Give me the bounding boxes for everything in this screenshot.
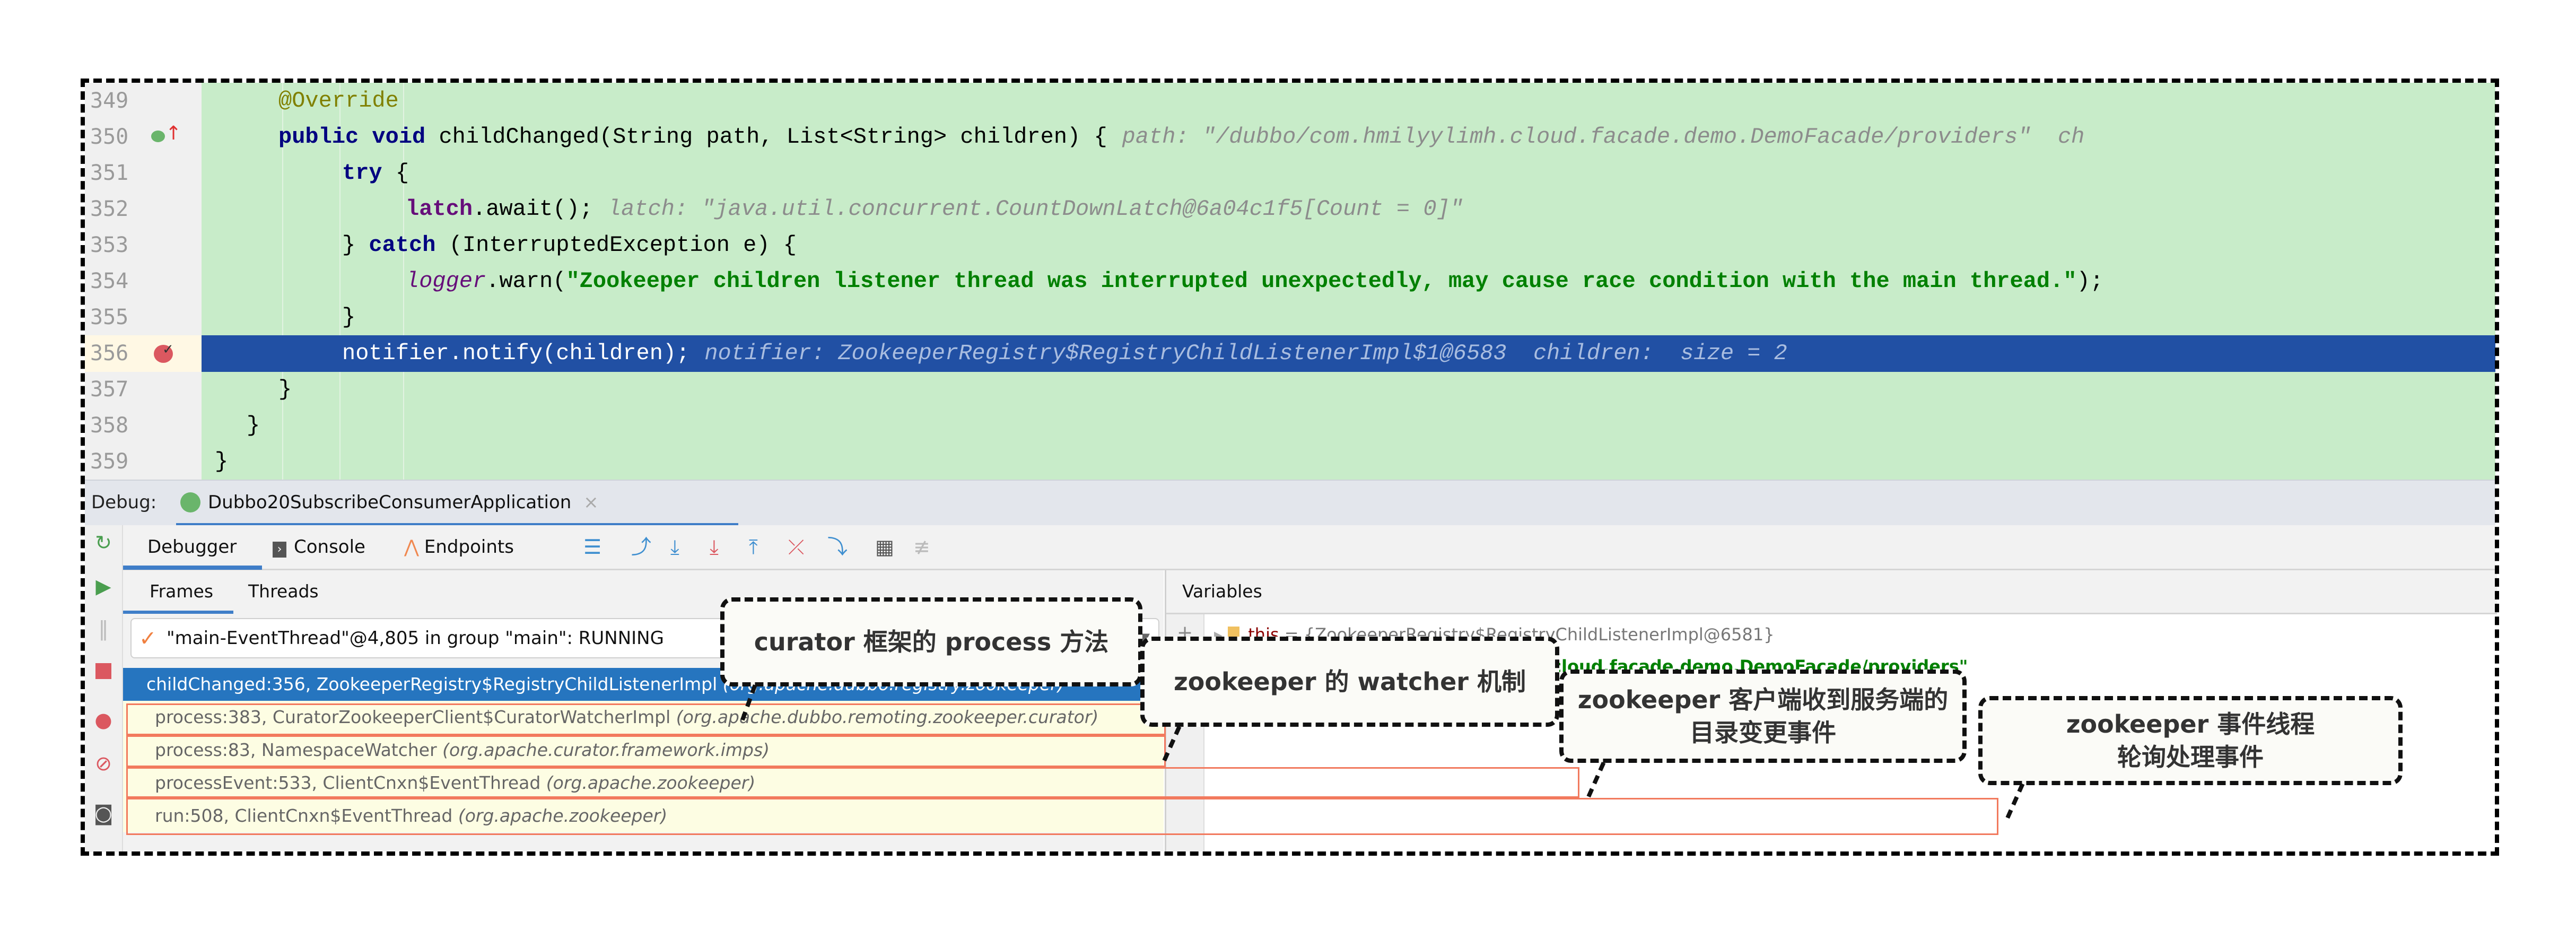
code-text: } catch (InterruptedException e) { [342,232,797,258]
code-line[interactable]: 352 latch.await();latch: "java.util.concu… [85,191,2495,228]
show-execution-point-icon[interactable]: ⤴ [631,535,652,559]
code-line[interactable]: 359} [85,444,2495,480]
tab-threads[interactable]: Threads [248,581,319,602]
highlight-box-frame-3 [126,767,1579,798]
code-line[interactable]: 358} [85,407,2495,444]
debug-session-tab[interactable]: Dubbo20SubscribeConsumerApplication × [178,481,599,524]
code-editor[interactable]: 349 @Override 350 ↑ public void childChanged… [85,83,2495,480]
line-number: 354 [90,269,129,293]
stack-frame[interactable]: processEvent:533, ClientCnxn$EventThread… [123,767,1164,799]
code-line[interactable]: 355} [85,299,2495,336]
editor-gutter[interactable] [85,83,202,480]
code-line[interactable]: 353 } catch (InterruptedException e) { [85,227,2495,264]
code-text: } [278,377,292,402]
close-icon[interactable]: × [583,492,599,513]
trace-icon[interactable]: ≢ [913,535,930,559]
code-text: latch.await();latch: "java.util.concurre… [406,196,1463,222]
endpoints-label: Endpoints [424,536,514,558]
mute-breakpoints-icon[interactable]: ⊘ [95,752,112,775]
line-number: 353 [90,233,129,257]
layout-icon[interactable]: ☰ [583,535,602,559]
implements-icon[interactable] [151,131,165,142]
debug-side-toolbar: ↻ ▶ ‖ ● ⊘ ◙ [85,525,123,852]
active-tab-indicator [123,611,233,614]
highlight-box-frame-4 [126,798,1998,835]
tab-console[interactable]: › Console [273,525,365,569]
console-icon: › [273,542,286,558]
code-text: } [247,413,260,438]
endpoints-icon: ⋀ [404,536,419,558]
code-line[interactable]: 349 @Override [85,83,2495,119]
breakpoint-icon[interactable] [154,345,173,363]
inline-debug-value: path: "/dubbo/com.hmilyylimh.cloud.facad… [1122,124,2085,150]
stop-icon[interactable] [93,662,113,682]
debugger-toolbar: Debugger › Console ⋀Endpoints ☰ ⤴ ⤓ ⤓ ⤒ ⤫… [123,525,2495,570]
current-execution-line[interactable]: 356 ✓ notifier.notify(children);notifier: … [85,335,2495,372]
callout-event-thread: zookeeper 事件线程 轮询处理事件 [1978,696,2403,785]
active-tab-indicator [123,566,262,570]
code-text: logger.warn("Zookeeper children listener… [406,268,2103,294]
code-line[interactable]: 354 logger.warn("Zookeeper children liste… [85,263,2495,300]
stack-frame[interactable]: run:508, ClientCnxn$EventThread (org.apa… [123,799,1164,832]
debug-label: Debug: [91,492,157,513]
force-step-into-icon[interactable]: ⤓ [710,535,719,559]
line-number: 357 [90,377,129,402]
step-over-icon[interactable]: ⤓ [670,535,679,559]
stack-frame[interactable]: process:383, CuratorZookeeperClient$Cura… [123,701,1164,734]
callout-client-event: zookeeper 客户端收到服务端的 目录变更事件 [1559,670,1967,763]
session-tab-label: Dubbo20SubscribeConsumerApplication [208,492,572,513]
stack-frame[interactable]: process:83, NamespaceWatcher (org.apache… [123,734,1164,767]
resume-icon[interactable]: ▶ [95,575,111,598]
highlight-box-frame-2 [126,735,1166,767]
code-text: } [342,305,356,330]
line-number: 355 [90,305,129,329]
code-text: public void childChanged(String path, Li… [278,124,2085,150]
line-number: 349 [90,89,129,113]
line-number: 356 [90,341,129,366]
check-icon: ✓ [139,627,157,651]
gutter-current [85,335,202,372]
thread-selector-value: "main-EventThread"@4,805 in group "main"… [167,628,664,649]
tab-frames[interactable]: Frames [150,581,214,602]
drop-frame-icon[interactable]: ⤫ [788,535,805,559]
frames-pane: Frames Threads ✓ "main-EventThread"@4,80… [123,570,1164,851]
run-to-cursor-icon[interactable]: ⤵ [827,535,848,559]
line-number: 358 [90,413,129,438]
code-text: try { [342,160,409,186]
line-number: 350 [90,125,129,149]
code-text: @Override [278,88,399,114]
variables-title: Variables [1182,581,1262,602]
code-text: notifier.notify(children);notifier: Zook… [342,341,1787,366]
callout-watcher-mechanism: zookeeper 的 watcher 机制 [1140,637,1559,727]
step-out-icon[interactable]: ⤒ [749,535,758,559]
check-icon: ✓ [162,342,174,358]
variables-header: Variables [1166,570,2497,614]
code-line[interactable]: 357} [85,371,2495,408]
tab-endpoints[interactable]: ⋀Endpoints [404,525,514,569]
pause-icon[interactable]: ‖ [98,617,109,640]
indent-guide [403,83,404,480]
spring-boot-app-icon [180,492,200,512]
debug-tool-window-header: Debug: Dubbo20SubscribeConsumerApplicati… [85,480,2495,527]
indent-guide [339,83,340,480]
code-line[interactable]: 350 ↑ public void childChanged(String path… [85,119,2495,155]
annotation-frame [81,79,2499,856]
inline-debug-value: latch: "java.util.concurrent.CountDownLa… [607,196,1463,222]
rerun-icon[interactable]: ↻ [95,531,112,554]
view-breakpoints-icon[interactable]: ● [94,708,112,732]
stack-frame[interactable]: childChanged:356, ZookeeperRegistry$Regi… [123,668,1164,701]
inline-debug-value: notifier: ZookeeperRegistry$RegistryChil… [704,341,1787,366]
camera-icon[interactable]: ◙ [93,802,113,825]
callout-curator-process: curator 框架的 process 方法 [720,597,1142,686]
code-line[interactable]: 351 try { [85,155,2495,192]
line-number: 359 [90,449,129,474]
console-label: Console [294,536,365,558]
tab-debugger[interactable]: Debugger [147,536,237,558]
override-arrow-icon[interactable]: ↑ [165,123,182,144]
evaluate-icon[interactable]: ▦ [875,535,894,559]
code-text: } [215,449,229,474]
line-number: 352 [90,197,129,221]
line-number: 351 [90,161,129,185]
indent-guide [282,83,283,480]
